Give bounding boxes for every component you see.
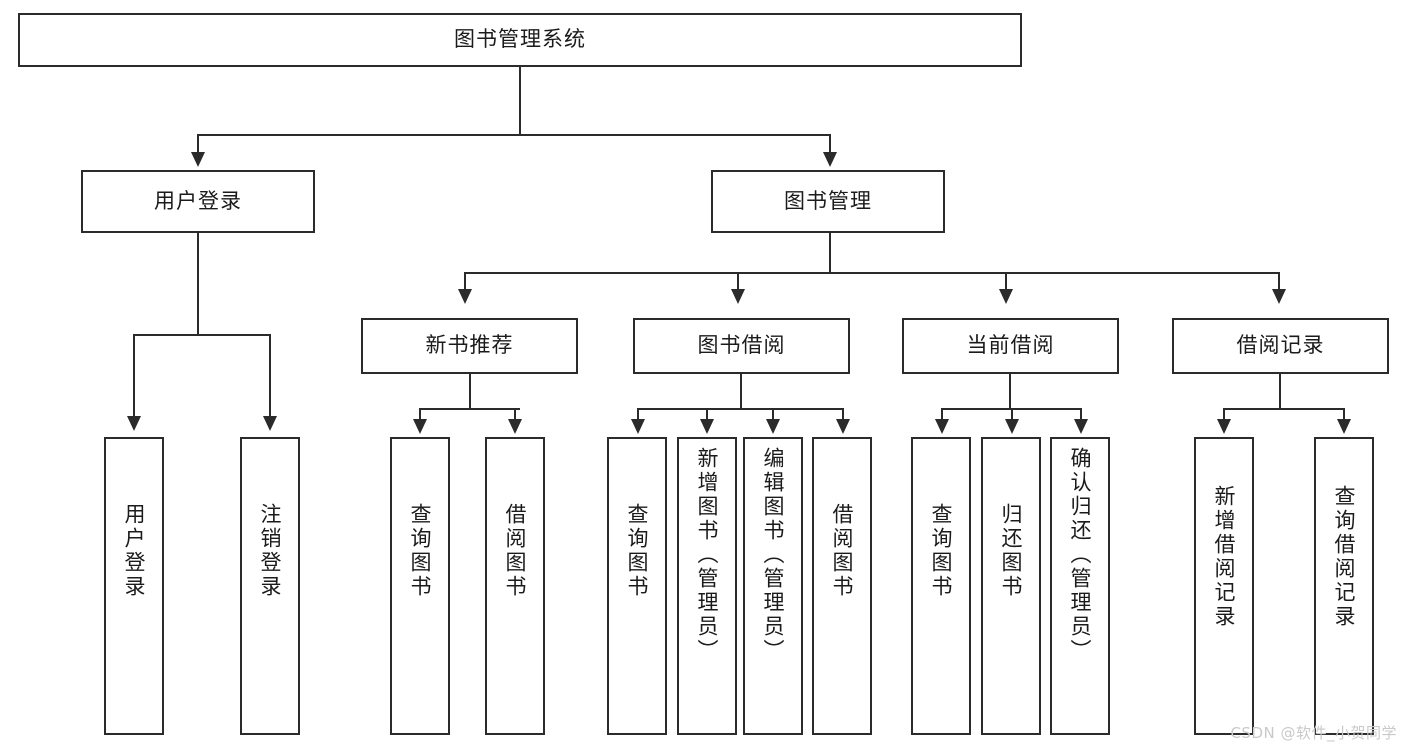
- arrow-user-login-leaf-1: [127, 416, 141, 431]
- node-label: 借阅图书: [503, 503, 528, 599]
- leaf-new-book-query[interactable]: 查询图书: [390, 437, 450, 735]
- connector-level1-bus: [197, 134, 831, 136]
- leaf-borrow-query-book[interactable]: 查询图书: [607, 437, 667, 735]
- connector-to-new-book: [464, 272, 466, 290]
- connector-new-book-drop-2: [514, 408, 516, 420]
- arrow-to-borrow: [731, 289, 745, 304]
- leaf-borrow-add-book-admin[interactable]: 新增图书（管理员）: [677, 437, 737, 735]
- node-user-login[interactable]: 用户登录: [81, 170, 315, 233]
- leaf-current-query-book[interactable]: 查询图书: [911, 437, 971, 735]
- connector-records-stem: [1279, 374, 1281, 409]
- node-label: 注销登录: [258, 503, 283, 599]
- node-label: 用户登录: [122, 503, 147, 599]
- leaf-new-book-borrow[interactable]: 借阅图书: [485, 437, 545, 735]
- arrow-to-new-book: [458, 289, 472, 304]
- leaf-borrow-edit-book-admin[interactable]: 编辑图书（管理员）: [743, 437, 803, 735]
- connector-book-manage-stem: [829, 233, 831, 273]
- connector-borrow-drop-4: [842, 408, 844, 420]
- connector-level2-bus: [464, 272, 1280, 274]
- connector-borrow-drop-1: [637, 408, 639, 420]
- arrow-records-leaf-1: [1217, 419, 1231, 434]
- node-label: 用户登录: [154, 188, 242, 213]
- arrow-to-book-manage: [823, 152, 837, 167]
- connector-records-drop-1: [1223, 408, 1225, 420]
- connector-current-drop-1: [941, 408, 943, 420]
- connector-to-borrow: [737, 272, 739, 290]
- connector-current-stem: [1009, 374, 1011, 409]
- node-book-manage[interactable]: 图书管理: [711, 170, 945, 233]
- arrow-new-book-leaf-2: [508, 419, 522, 434]
- arrow-borrow-leaf-2: [700, 419, 714, 434]
- leaf-current-confirm-return-admin[interactable]: 确认归还（管理员）: [1050, 437, 1110, 735]
- node-label: 查询借阅记录: [1332, 485, 1357, 629]
- connector-new-book-drop-1: [419, 408, 421, 420]
- connector-records-drop-2: [1343, 408, 1345, 420]
- node-label: 借阅记录: [1236, 333, 1325, 358]
- connector-to-user-login: [197, 134, 199, 154]
- connector-to-book-manage: [829, 134, 831, 154]
- connector-root-stem: [519, 67, 521, 135]
- connector-user-login-bus: [133, 334, 270, 336]
- node-label: 新增图书（管理员）: [695, 447, 720, 663]
- node-label: 新增借阅记录: [1212, 485, 1237, 629]
- arrow-records-leaf-2: [1337, 419, 1351, 434]
- connector-user-login-stem: [197, 233, 199, 335]
- node-label: 借阅图书: [830, 503, 855, 599]
- connector-borrow-bus: [637, 408, 844, 410]
- arrow-user-login-leaf-2: [263, 416, 277, 431]
- node-label: 新书推荐: [425, 333, 514, 358]
- node-label: 图书管理系统: [454, 27, 586, 52]
- node-label: 归还图书: [999, 503, 1024, 599]
- node-label: 图书借阅: [697, 333, 786, 358]
- node-label: 查询图书: [929, 503, 954, 599]
- leaf-user-login-login[interactable]: 用户登录: [104, 437, 164, 735]
- connector-borrow-drop-2: [706, 408, 708, 420]
- node-label: 当前借阅: [966, 333, 1055, 358]
- node-label: 确认归还（管理员）: [1068, 447, 1093, 663]
- connector-borrow-stem: [740, 374, 742, 409]
- leaf-borrow-borrow-book[interactable]: 借阅图书: [812, 437, 872, 735]
- node-label: 查询图书: [625, 503, 650, 599]
- arrow-borrow-leaf-4: [836, 419, 850, 434]
- connector-to-current: [1005, 272, 1007, 290]
- connector-user-login-drop-2: [269, 334, 271, 418]
- node-label: 编辑图书（管理员）: [761, 447, 786, 663]
- connector-current-drop-2: [1011, 408, 1013, 420]
- connector-new-book-bus: [419, 408, 520, 410]
- node-book-borrow[interactable]: 图书借阅: [633, 318, 850, 374]
- arrow-to-current: [999, 289, 1013, 304]
- arrow-current-leaf-2: [1005, 419, 1019, 434]
- arrow-borrow-leaf-1: [631, 419, 645, 434]
- arrow-current-leaf-3: [1074, 419, 1088, 434]
- leaf-user-login-logout[interactable]: 注销登录: [240, 437, 300, 735]
- node-new-book-recommend[interactable]: 新书推荐: [361, 318, 578, 374]
- node-label: 查询图书: [408, 503, 433, 599]
- arrow-borrow-leaf-3: [766, 419, 780, 434]
- node-borrow-records[interactable]: 借阅记录: [1172, 318, 1389, 374]
- node-label: 图书管理: [784, 188, 872, 213]
- node-root-system[interactable]: 图书管理系统: [18, 13, 1022, 67]
- leaf-records-add-record[interactable]: 新增借阅记录: [1194, 437, 1254, 735]
- arrow-to-user-login: [191, 152, 205, 167]
- connector-new-book-stem: [469, 374, 471, 409]
- node-current-borrow[interactable]: 当前借阅: [902, 318, 1119, 374]
- connector-records-bus: [1223, 408, 1344, 410]
- arrow-current-leaf-1: [935, 419, 949, 434]
- leaf-records-query-record[interactable]: 查询借阅记录: [1314, 437, 1374, 735]
- leaf-current-return-book[interactable]: 归还图书: [981, 437, 1041, 735]
- arrow-to-records: [1272, 289, 1286, 304]
- connector-borrow-drop-3: [772, 408, 774, 420]
- connector-current-drop-3: [1080, 408, 1082, 420]
- connector-user-login-drop-1: [133, 334, 135, 418]
- connector-to-records: [1278, 272, 1280, 290]
- arrow-new-book-leaf-1: [413, 419, 427, 434]
